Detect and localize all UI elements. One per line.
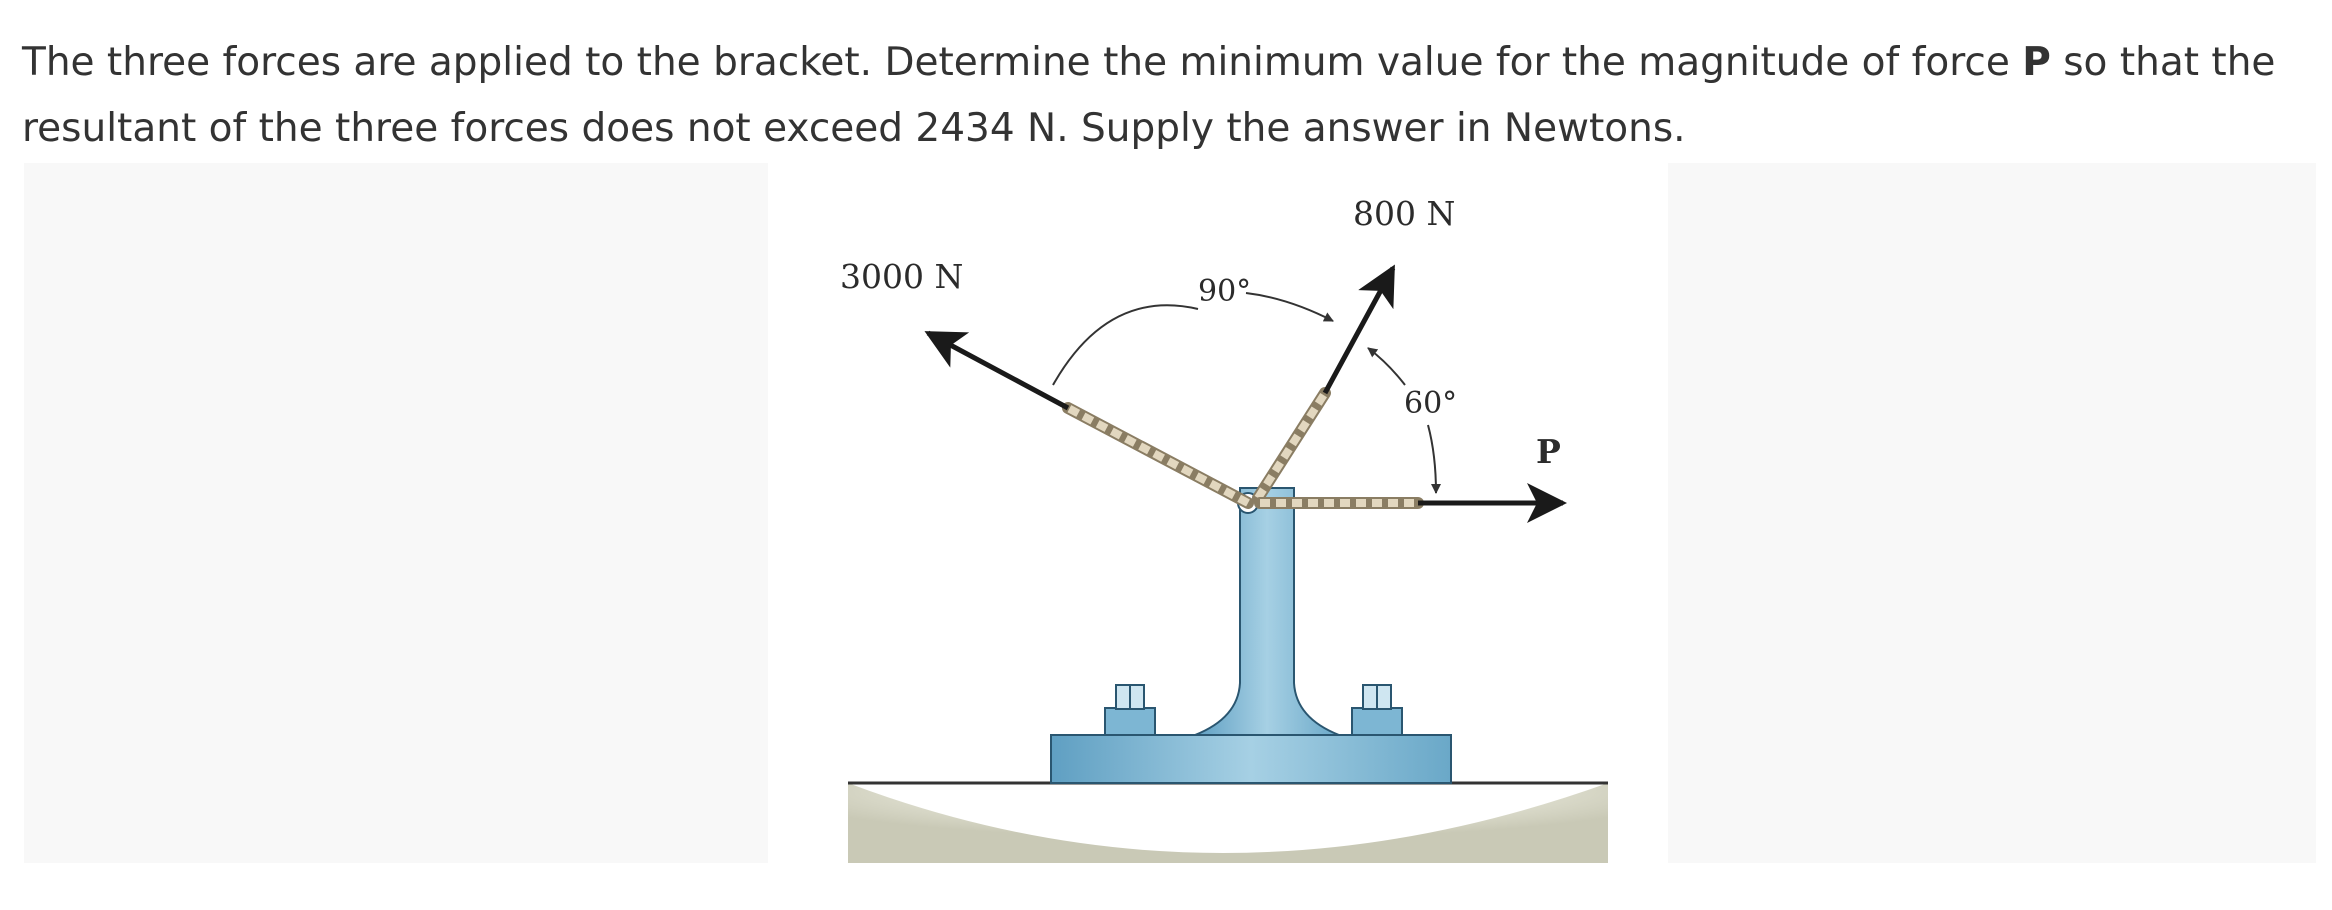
angle-90-label: 90°	[1198, 274, 1251, 309]
force-left-label: 3000 N	[840, 257, 963, 296]
question-part1: The three forces are applied to the brac…	[22, 40, 2023, 85]
force-arrow-left	[924, 330, 1070, 411]
question-text: The three forces are applied to the brac…	[22, 30, 2312, 162]
force-symbol-p: P	[2022, 40, 2051, 85]
ropes	[1062, 387, 1424, 509]
angle-arc-90-right	[1245, 292, 1334, 322]
bracket-diagram: 3000 N 800 N P 90° 60°	[768, 163, 1668, 863]
force-arrow-top	[1322, 264, 1396, 395]
force-top-label: 800 N	[1353, 194, 1455, 233]
bolt-right	[1351, 684, 1403, 736]
ground	[848, 781, 1608, 863]
figure-container: 3000 N 800 N P 90° 60°	[24, 163, 2316, 863]
bracket	[1050, 487, 1452, 784]
angle-arc-60-lower	[1427, 424, 1441, 494]
angle-arc-60	[1367, 347, 1406, 386]
question-part2: so that the resultant of the three force…	[22, 40, 2276, 151]
angle-arc-90	[1052, 304, 1199, 386]
force-p-label: P	[1536, 432, 1561, 471]
angle-60-label: 60°	[1404, 386, 1457, 421]
bolt-left	[1104, 684, 1156, 736]
diagram-svg: 3000 N 800 N P 90° 60°	[840, 194, 1608, 863]
